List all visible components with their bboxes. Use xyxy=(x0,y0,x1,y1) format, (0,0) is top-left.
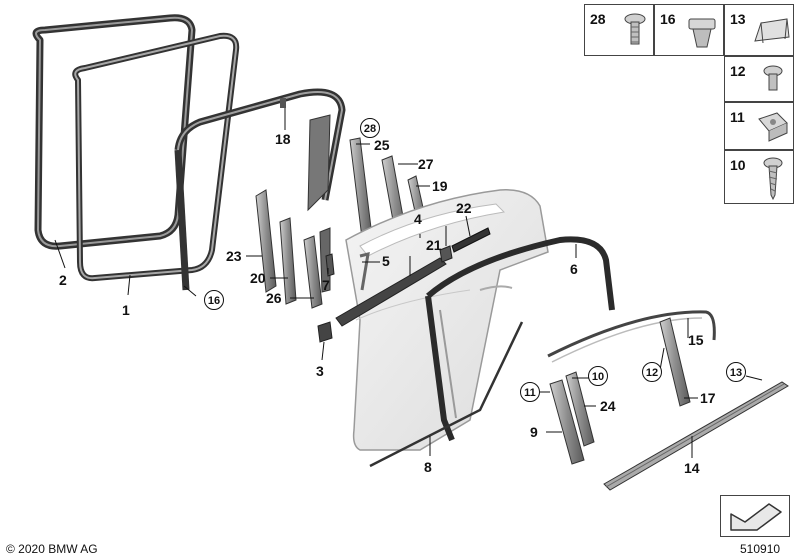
parts-legend-cell-28: 28 xyxy=(584,4,654,56)
callout-10-circled: 10 xyxy=(588,366,608,386)
callout-15: 15 xyxy=(688,332,704,348)
edge-clip-icon xyxy=(754,18,790,44)
outer-waist-strip xyxy=(603,381,789,491)
callout-19: 19 xyxy=(432,178,448,194)
callout-23: 23 xyxy=(226,248,242,264)
parts-legend-number: 13 xyxy=(730,11,746,27)
callout-18: 18 xyxy=(275,131,291,147)
callout-16-circled: 16 xyxy=(204,290,224,310)
callout-4: 4 xyxy=(414,211,422,227)
parts-legend-cell-12: 12 xyxy=(724,56,794,102)
callout-14: 14 xyxy=(684,460,700,476)
callout-1: 1 xyxy=(122,302,130,318)
parts-legend-number: 10 xyxy=(730,157,746,173)
parts-legend-cell-16: 16 xyxy=(654,4,724,56)
parts-legend-cell-11: 11 xyxy=(724,102,794,150)
callout-27: 27 xyxy=(418,156,434,172)
orientation-arrow-box xyxy=(720,495,790,537)
callout-11-circled: 11 xyxy=(520,382,540,402)
callout-3: 3 xyxy=(316,363,324,379)
arrow-icon xyxy=(730,503,782,531)
callout-13-circled: 13 xyxy=(726,362,746,382)
callout-8: 8 xyxy=(424,459,432,475)
parts-legend-number: 12 xyxy=(730,63,746,79)
callout-6: 6 xyxy=(570,261,578,277)
door-seal-outer xyxy=(32,14,196,250)
callout-2: 2 xyxy=(59,272,67,288)
bracket xyxy=(317,321,333,343)
callout-21: 21 xyxy=(426,237,442,253)
parts-legend-cell-13: 13 xyxy=(724,4,794,56)
torx-screw-short-icon xyxy=(763,65,783,91)
callout-26: 26 xyxy=(266,290,282,306)
callout-12-circled: 12 xyxy=(642,362,662,382)
window-frame-seal xyxy=(174,88,346,291)
callout-22: 22 xyxy=(456,200,472,216)
window-channel-seal xyxy=(425,236,615,442)
expanding-nut-icon xyxy=(688,18,716,48)
callout-24: 24 xyxy=(600,398,616,414)
rear-door-shell xyxy=(345,189,549,451)
callout-28-circled: 28 xyxy=(360,118,380,138)
self-tapping-screw-icon xyxy=(763,157,783,201)
pillar-cover-rear xyxy=(549,371,595,465)
window-frame-trim xyxy=(547,310,716,363)
callout-7: 7 xyxy=(322,277,330,293)
diagram-number: 510910 xyxy=(740,542,781,556)
callout-17: 17 xyxy=(700,390,716,406)
window-trim-strip xyxy=(659,317,691,407)
hook-trim xyxy=(359,251,370,291)
end-cap xyxy=(439,245,453,263)
callout-25: 25 xyxy=(374,137,390,153)
lower-door-seal xyxy=(369,321,524,468)
b-pillar-trims xyxy=(255,189,331,309)
clip-nut-icon xyxy=(758,112,788,142)
waist-strip-clip xyxy=(451,227,491,253)
callout-20: 20 xyxy=(250,270,266,286)
door-seal-inner xyxy=(72,32,240,282)
parts-legend-number: 16 xyxy=(660,11,676,27)
belt-line-strip xyxy=(335,257,447,327)
small-clip xyxy=(325,253,335,277)
torx-screw-flat-head-icon xyxy=(624,13,646,45)
callout-9: 9 xyxy=(530,424,538,440)
parts-legend-cell-10: 10 xyxy=(724,150,794,204)
parts-legend-number: 11 xyxy=(730,109,745,125)
copyright-notice: © 2020 BMW AG xyxy=(6,542,98,556)
callout-5: 5 xyxy=(382,253,390,269)
leader-lines xyxy=(54,108,763,458)
parts-legend-number: 28 xyxy=(590,11,606,27)
